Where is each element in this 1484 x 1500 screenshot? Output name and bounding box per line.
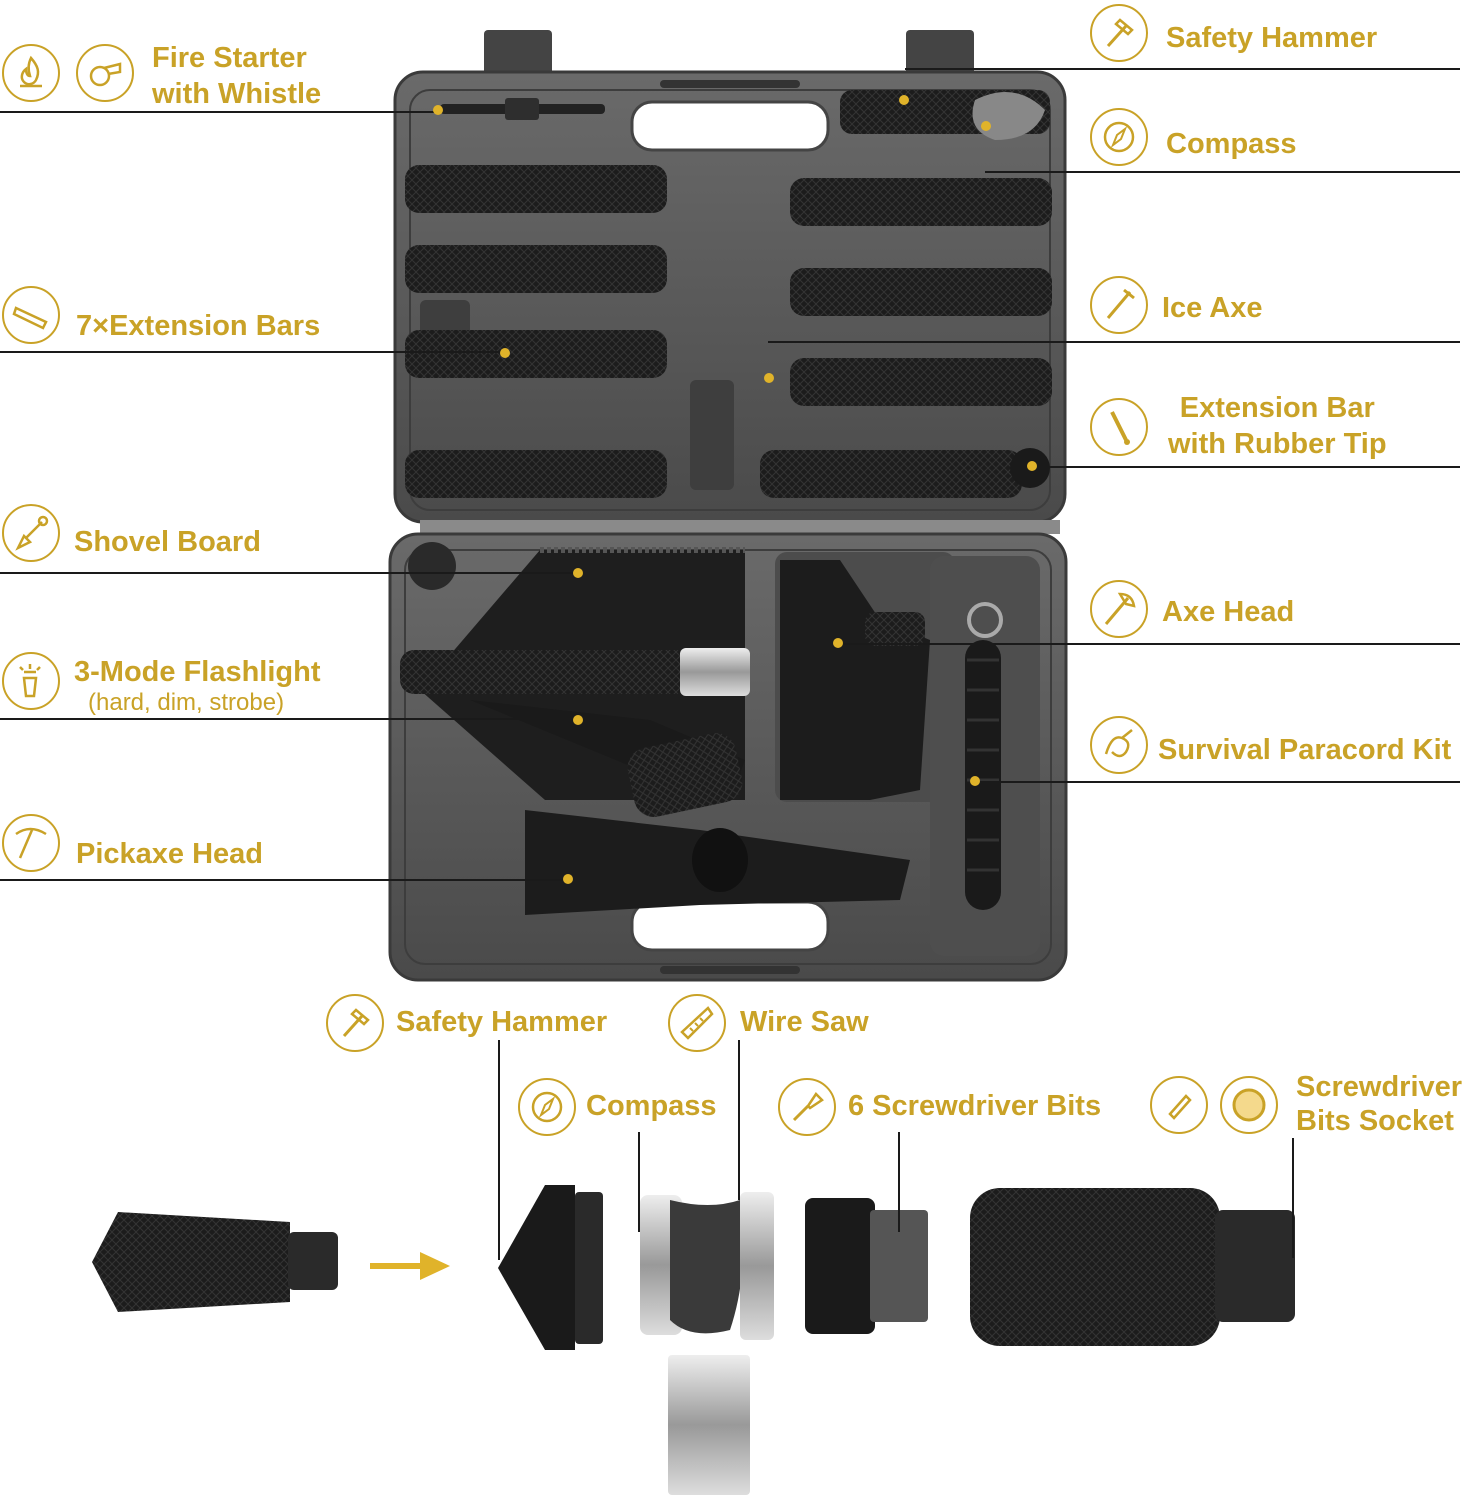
label-flashlight: 3-Mode Flashlight (hard, dim, strobe): [74, 654, 321, 716]
leader-safety-hammer-top: [905, 68, 1460, 70]
label-safety-hammer-top: Safety Hammer: [1166, 22, 1378, 54]
marker-dot: [1027, 461, 1037, 471]
screwdriver-icon: [778, 1078, 836, 1136]
safety-hammer-cap: [498, 1185, 603, 1350]
socket-icon: [1220, 1076, 1278, 1134]
label-fire-starter-line2: with Whistle: [152, 78, 322, 110]
pickaxe-icon: [2, 814, 60, 872]
label-bits-socket: Screwdriver Bits Socket: [1296, 1070, 1462, 1138]
paracord-icon: [1090, 716, 1148, 774]
compass-icon: [518, 1078, 576, 1136]
leader-pickaxe: [0, 879, 568, 881]
label-compass-bottom: Compass: [586, 1090, 717, 1122]
safety-hammer-tip-assembled: [92, 1212, 338, 1312]
marker-dot: [981, 121, 991, 131]
hammer-icon: [326, 994, 384, 1052]
flashlight: [400, 648, 750, 696]
fire-icon: [2, 44, 60, 102]
case-clip-left: [484, 30, 552, 76]
compass-ring: [640, 1192, 774, 1340]
label-axe-head: Axe Head: [1162, 596, 1295, 628]
screwdriver-bits-socket: [970, 1188, 1295, 1346]
leader-ice-axe: [768, 341, 1460, 343]
wire-saw-spool: [668, 1355, 750, 1495]
label-ice-axe: Ice Axe: [1162, 292, 1263, 324]
marker-dot: [433, 105, 443, 115]
shovel-icon: [2, 504, 60, 562]
leader-safety-hammer-bottom: [498, 1040, 500, 1260]
marker-dot: [764, 373, 774, 383]
ice-axe-icon: [1090, 276, 1148, 334]
label-flashlight-title: 3-Mode Flashlight: [74, 656, 321, 688]
leader-compass-bottom: [638, 1132, 640, 1232]
label-fire-starter: Fire Starter with Whistle: [152, 40, 321, 112]
label-safety-hammer-bottom: Safety Hammer: [396, 1006, 608, 1038]
extension-bars-left: [405, 165, 667, 498]
extension-bars-right: [760, 90, 1052, 498]
label-extension-rubber-line1: Extension Bar: [1179, 392, 1375, 424]
label-extension-bars: 7×Extension Bars: [76, 310, 321, 342]
hammer-icon: [1090, 4, 1148, 62]
leader-extension-rubber: [1032, 466, 1460, 468]
label-shovel-board: Shovel Board: [74, 526, 261, 558]
case-hinge: [420, 520, 1060, 534]
bit-icon: [1150, 1076, 1208, 1134]
marker-dot: [573, 715, 583, 725]
leader-wire-saw: [738, 1040, 740, 1200]
label-compass-top: Compass: [1166, 128, 1297, 160]
marker-dot: [563, 874, 573, 884]
marker-dot: [500, 348, 510, 358]
leader-axe-head: [838, 643, 1460, 645]
leader-paracord: [975, 781, 1460, 783]
label-flashlight-modes: (hard, dim, strobe): [88, 689, 285, 716]
flashlight-icon: [2, 652, 60, 710]
marker-dot: [899, 95, 909, 105]
rubber-tip-bar-icon: [1090, 398, 1148, 456]
marker-dot: [970, 776, 980, 786]
label-fire-starter-line1: Fire Starter: [152, 42, 307, 74]
paracord-bundle-top: [972, 92, 1045, 140]
label-screwdriver-bits: 6 Screwdriver Bits: [848, 1090, 1102, 1122]
label-extension-rubber: Extension Bar with Rubber Tip: [1168, 390, 1387, 462]
leader-fire-starter: [0, 111, 440, 113]
leader-shovel-board: [0, 572, 578, 574]
label-paracord: Survival Paracord Kit: [1158, 734, 1452, 766]
axe-icon: [1090, 580, 1148, 638]
leader-flashlight: [0, 718, 578, 720]
axe-head: [780, 560, 930, 800]
marker-dot: [833, 638, 843, 648]
leader-compass-top: [985, 171, 1460, 173]
case-clip-right: [906, 30, 974, 76]
marker-dot: [573, 568, 583, 578]
label-bits-socket-line2: Bits Socket: [1296, 1105, 1454, 1137]
label-bits-socket-line1: Screwdriver: [1296, 1071, 1463, 1103]
compass-icon: [1090, 108, 1148, 166]
paracord-kit: [965, 602, 1003, 910]
label-extension-rubber-line2: with Rubber Tip: [1168, 428, 1387, 460]
leader-bits-socket: [1292, 1138, 1294, 1258]
label-pickaxe-head: Pickaxe Head: [76, 838, 264, 870]
bar-icon: [2, 286, 60, 344]
wire-saw-icon: [668, 994, 726, 1052]
label-wire-saw: Wire Saw: [740, 1006, 869, 1038]
leader-extension-bars: [0, 351, 505, 353]
screwdriver-bits-holder: [805, 1198, 928, 1334]
leader-screwdriver-bits: [898, 1132, 900, 1232]
whistle-icon: [76, 44, 134, 102]
